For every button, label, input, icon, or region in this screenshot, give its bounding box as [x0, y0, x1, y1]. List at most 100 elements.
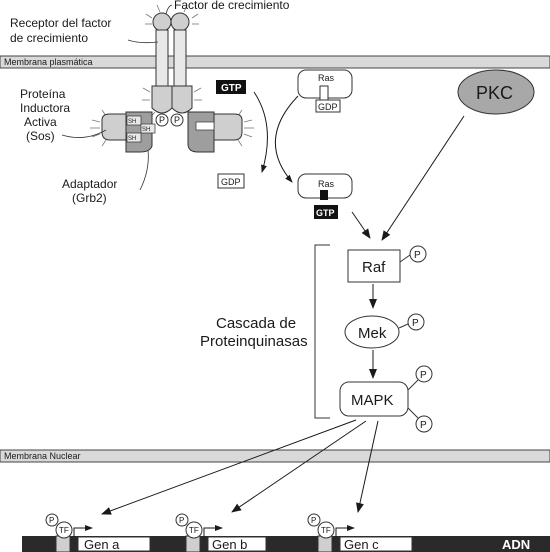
pkc-label: PKC [476, 83, 513, 103]
raf-box [347, 249, 401, 283]
receptor-stalk-left [155, 29, 169, 87]
ras-inactive-label: Ras [318, 73, 335, 83]
gene-a-tf-phosphate-label: P [49, 516, 54, 525]
ras-gtp-label: GTP [316, 208, 335, 218]
ras-gdp-label: GDP [318, 102, 338, 112]
sos-glow [90, 109, 107, 147]
mek-kinase: Mek P [344, 313, 425, 349]
receptor-stalk-right [173, 29, 187, 87]
gene-b-label: Gen b [212, 537, 247, 552]
gene-b-transcription-arrow [203, 525, 223, 537]
gene-c-box [339, 536, 413, 552]
arrow-mapk-to-gene-c [356, 420, 379, 513]
gene-b-tf-phosphate-label: P [179, 516, 184, 525]
arrow-ras-to-raf [351, 211, 371, 239]
arrow-mapk-to-gene-b [231, 420, 367, 513]
nuclear-membrane: Membrana Nuclear [0, 449, 550, 463]
gene-a-tf [55, 521, 73, 539]
mapk-phosphate-top-label: P [420, 370, 427, 381]
gene-b-tf-label: TF [189, 526, 199, 535]
ras-inactive: Ras GDP [297, 69, 353, 113]
mapk-phosphate-bottom-label: P [420, 420, 427, 431]
adaptor-label-line1: Adaptador [62, 177, 117, 191]
mek-phosphate-link [398, 323, 409, 329]
gene-a-tf-label: TF [59, 526, 69, 535]
mapk-label: MAPK [351, 392, 394, 409]
gtp-badge: GTP [216, 80, 246, 94]
ras-gdp-box [315, 99, 341, 113]
receptor-kinase-right [171, 85, 193, 114]
dna-strip: ADN [22, 536, 550, 552]
pkc: PKC [457, 69, 535, 115]
receptor-label-line1: Receptor del factor [10, 16, 111, 30]
cascade-label-line2: Proteinquinasas [200, 333, 308, 350]
mapk-kinase: MAPK P P [339, 365, 433, 433]
raf-phosphate-link [399, 254, 411, 263]
sos-grb2-complex: SH SH SH [90, 109, 156, 153]
gene-b-tf-phosphate [175, 513, 189, 527]
mapk-phosphate-top-link [407, 379, 419, 391]
mapk-phosphate-bottom-link [407, 407, 419, 419]
sos-leader [61, 129, 107, 138]
adaptor-leader [139, 149, 149, 191]
dna-band [22, 536, 550, 552]
grb2-adaptor-right [187, 111, 215, 153]
gene-c-tf-phosphate [307, 513, 321, 527]
gene-b-tf [185, 521, 203, 539]
gdp-released-box [217, 173, 245, 189]
growth-factor-leader [165, 4, 173, 15]
raf-phosphate-label: P [414, 250, 421, 261]
receptor-phosphate-left-label: P [159, 115, 165, 125]
nuclear-membrane-label: Membrana Nuclear [4, 451, 81, 461]
gtp-input-box [216, 80, 246, 94]
gene-c-tf [317, 521, 335, 539]
receptor-label-line2: de crecimiento [10, 31, 88, 45]
receptor-phosphate-left [155, 113, 169, 127]
gene-a-tf-phosphate [45, 513, 59, 527]
gene-c-tf-label: TF [321, 526, 331, 535]
sos-label-line2: Inductora [20, 101, 70, 115]
gene-c-transcription-arrow [335, 525, 355, 537]
mapk-phosphate-top [415, 365, 433, 383]
growth-factor-label: Factor de crecimiento [174, 0, 290, 12]
mek-phosphate-label: P [412, 318, 419, 329]
cascade-bracket [314, 244, 330, 419]
ras-gtp-stem [320, 190, 328, 200]
sh-domain-2-label: SH [142, 127, 150, 133]
gene-c-tf-phosphate-label: P [311, 516, 316, 525]
sh-domain-3-label: SH [128, 136, 136, 142]
gene-b-box [207, 536, 267, 552]
gene-a-label: Gen a [84, 537, 120, 552]
sos-label-line3: Activa [24, 115, 57, 129]
pkc-ellipse [457, 69, 535, 115]
gene-b: Gen b TF P [175, 513, 267, 552]
sh-domain-1-label: SH [128, 119, 136, 125]
mek-phosphate [407, 313, 425, 331]
ras-active-label: Ras [318, 179, 335, 189]
gene-a: Gen a TF P [45, 513, 151, 552]
ligand-glow [145, 4, 199, 25]
raf-kinase: Raf P [347, 245, 427, 283]
receptor-phosphate-right [170, 113, 184, 127]
gdp-released-label: GDP [221, 177, 241, 187]
receptor-leader [127, 39, 159, 44]
sos-label-line4: (Sos) [26, 129, 55, 143]
growth-factor-receptor: P P [142, 4, 202, 127]
sos-label-line1: Proteína [20, 87, 66, 101]
sh-domain-3 [126, 132, 142, 143]
sos-grb2-complex-right [187, 109, 254, 153]
gene-c-label: Gen c [344, 537, 379, 552]
gene-a-box [77, 536, 151, 552]
sh-domain-1 [126, 115, 142, 126]
receptor-phosphate-right-label: P [174, 115, 180, 125]
sh-slot-right [195, 121, 215, 131]
mek-ellipse [344, 315, 400, 349]
plasma-membrane-label: Membrana plasmática [4, 57, 93, 67]
arrow-pkc-to-raf [381, 115, 465, 241]
growth-factor-ligand-right [170, 12, 190, 32]
arrow-gtp-to-gdp [253, 91, 268, 173]
adaptor-label-line2: (Grb2) [72, 191, 107, 205]
plasma-membrane: Membrana plasmática [0, 55, 550, 69]
